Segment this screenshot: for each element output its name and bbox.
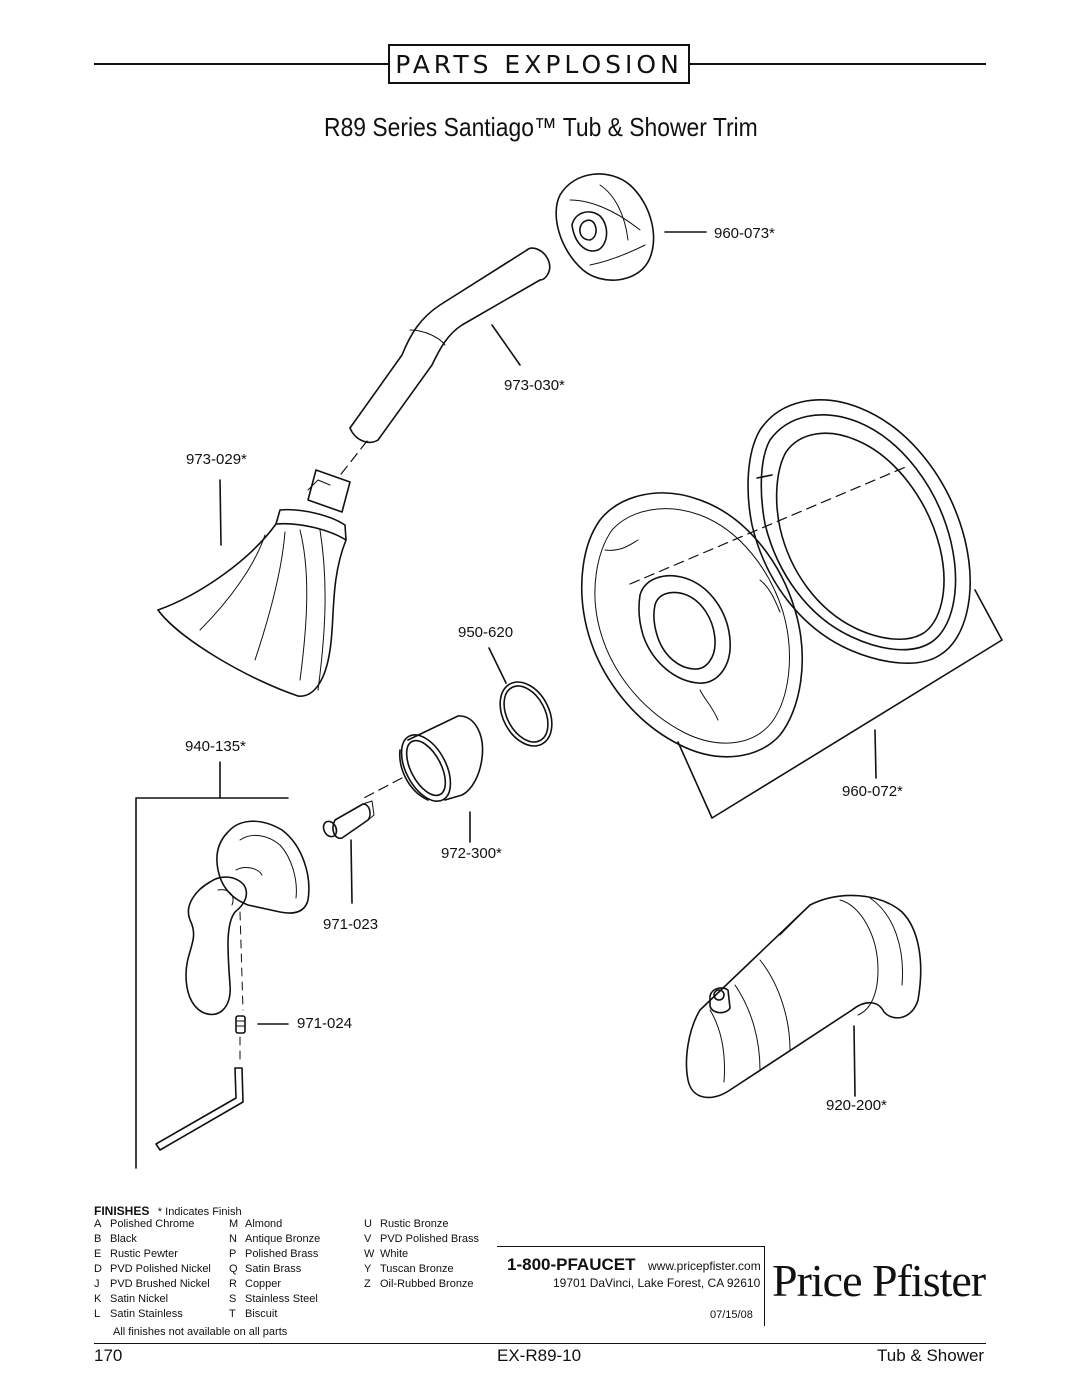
finishes-heading: FINISHES * Indicates Finish (94, 1202, 242, 1220)
phone-number: 1-800-PFAUCET (507, 1255, 636, 1274)
part-label-971-024: 971-024 (297, 1015, 353, 1032)
stem-extension-drawing (322, 800, 375, 840)
handle-drawing (185, 820, 310, 1016)
website-link[interactable]: www.pricepfister.com (648, 1259, 761, 1273)
header-rule-right (690, 63, 986, 65)
revision-date: 07/15/08 (710, 1309, 753, 1321)
part-label-973-030: 973-030* (504, 377, 565, 394)
tub-spout-drawing (685, 894, 922, 1099)
showerhead-drawing (157, 469, 351, 697)
footer-rule (94, 1343, 986, 1344)
shower-arm-drawing (349, 247, 551, 444)
section-name: Tub & Shower (877, 1346, 985, 1365)
part-label-920-200: 920-200* (826, 1097, 887, 1114)
brand-logo: Price Pfister (772, 1255, 986, 1306)
hex-key-drawing (155, 1067, 244, 1151)
contact-box (497, 1246, 765, 1326)
part-label-971-023: 971-023 (323, 916, 379, 933)
finishes-availability-note: All finishes not available on all parts (113, 1326, 288, 1338)
escutcheon-plate-drawing (580, 492, 804, 758)
header-rule-left (94, 63, 388, 65)
part-label-973-029: 973-029* (186, 451, 247, 468)
page-number: 170 (94, 1346, 123, 1365)
document-code: EX-R89-10 (497, 1346, 582, 1365)
header-label: PARTS EXPLOSION (395, 49, 683, 79)
finishes-asterisk-note: * Indicates Finish (157, 1206, 242, 1218)
part-label-960-073: 960-073* (714, 225, 775, 242)
finishes-title: FINISHES (94, 1204, 150, 1218)
set-screw-drawing (235, 1015, 246, 1034)
company-address: 19701 DaVinci, Lake Forest, CA 92610 (553, 1276, 761, 1290)
cartridge-sleeve-drawing (399, 715, 484, 802)
part-label-940-135: 940-135* (185, 738, 246, 755)
part-label-960-072: 960-072* (842, 783, 903, 800)
part-label-972-300: 972-300* (441, 845, 502, 862)
page-title: R89 Series Santiago™ Tub & Shower Trim (324, 112, 758, 142)
o-ring-drawing (499, 681, 553, 747)
header-box: PARTS EXPLOSION (388, 44, 690, 84)
part-label-950-620: 950-620 (458, 624, 514, 641)
gasket-ring-drawing (747, 399, 971, 664)
shower-flange-drawing (555, 173, 655, 281)
